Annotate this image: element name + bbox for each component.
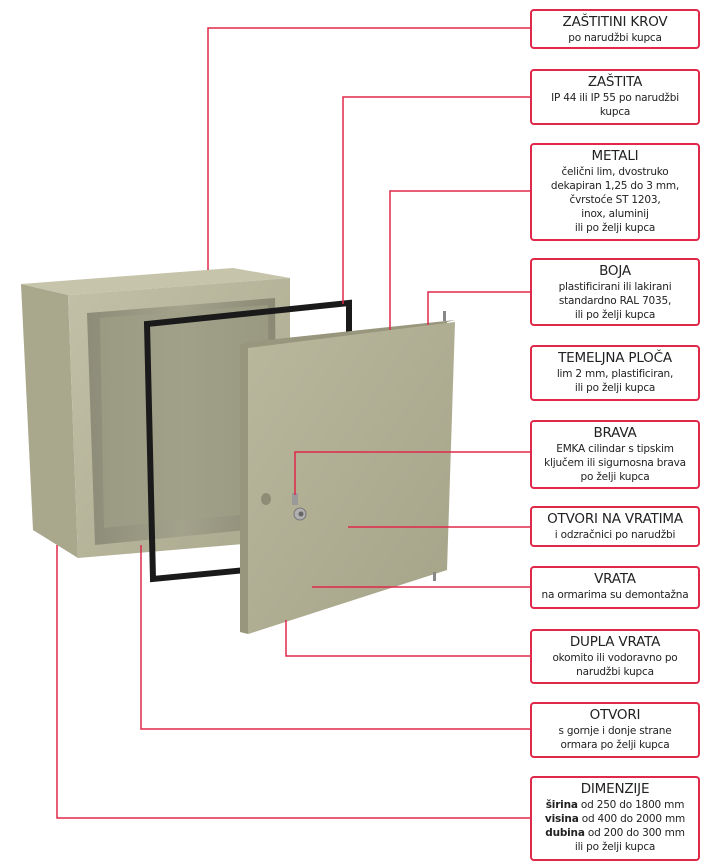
callout-text: dekapiran 1,25 do 3 mm, bbox=[550, 180, 680, 192]
callout-title: VRATA bbox=[594, 571, 636, 587]
callout-vrata: VRATA na ormarima su demontažna bbox=[530, 566, 700, 609]
callout-text: čvrstoće ST 1203, bbox=[569, 194, 661, 206]
callout-text: ormara po želji kupca bbox=[560, 739, 670, 751]
callout-otvori: OTVORI s gornje i donje strane ormara po… bbox=[530, 702, 700, 758]
callout-text: IP 44 ili IP 55 po narudžbi bbox=[551, 92, 679, 104]
callout-text: EMKA cilindar s tipskim bbox=[556, 443, 674, 455]
callout-text: narudžbi kupca bbox=[576, 666, 654, 678]
callout-zastita: ZAŠTITA IP 44 ili IP 55 po narudžbi kupc… bbox=[530, 69, 700, 125]
door bbox=[240, 311, 455, 634]
callout-text: na ormarima su demontažna bbox=[541, 589, 689, 601]
callout-text: lim 2 mm, plastificiran, bbox=[556, 368, 674, 380]
door-hole bbox=[261, 493, 271, 505]
dimension-width: širina od 250 do 1800 mm bbox=[545, 799, 685, 811]
callout-text: po narudžbi kupca bbox=[568, 32, 662, 44]
callout-title: OTVORI NA VRATIMA bbox=[547, 511, 683, 527]
cabinet-body bbox=[21, 268, 290, 558]
callout-title: ZAŠTITA bbox=[587, 74, 643, 90]
callout-text: ili po želji kupca bbox=[574, 222, 656, 234]
callout-metali: METALI čelični lim, dvostruko dekapiran … bbox=[530, 143, 700, 241]
hinge-pin-top bbox=[443, 311, 446, 321]
connector-lines bbox=[56, 27, 530, 819]
callout-text: inox, aluminij bbox=[581, 208, 649, 220]
callout-title: ZAŠTITINI KROV bbox=[562, 14, 668, 30]
callout-brava: BRAVA EMKA cilindar s tipskim ključem il… bbox=[530, 420, 700, 489]
callout-text: ili po želji kupca bbox=[574, 309, 656, 321]
callout-text: okomito ili vodoravno po bbox=[552, 652, 678, 664]
callout-title: METALI bbox=[591, 148, 639, 164]
callout-text: standardno RAL 7035, bbox=[558, 295, 672, 307]
lock-icon bbox=[292, 493, 307, 521]
callout-text: ili po želji kupca bbox=[574, 382, 656, 394]
dimension-depth: dubina od 200 do 300 mm bbox=[545, 827, 685, 839]
callout-text: s gornje i donje strane bbox=[558, 725, 672, 737]
callout-text: ili po želji kupca bbox=[574, 841, 656, 853]
callout-title: BRAVA bbox=[593, 425, 637, 441]
callout-text: po želji kupca bbox=[580, 471, 650, 483]
callout-title: DUPLA VRATA bbox=[569, 634, 661, 650]
callout-title: DIMENZIJE bbox=[580, 781, 650, 797]
callout-temeljna-ploca: TEMELJNA PLOČA lim 2 mm, plastificiran, … bbox=[530, 345, 700, 401]
callout-title: BOJA bbox=[599, 263, 631, 279]
callout-dupla-vrata: DUPLA VRATA okomito ili vodoravno po nar… bbox=[530, 629, 700, 684]
callout-title: OTVORI bbox=[589, 707, 641, 723]
dimension-height: visina od 400 do 2000 mm bbox=[544, 813, 686, 825]
callout-title: TEMELJNA PLOČA bbox=[558, 350, 672, 366]
callout-boja: BOJA plastificirani ili lakirani standar… bbox=[530, 258, 700, 326]
callout-text: čelični lim, dvostruko bbox=[561, 166, 669, 178]
callout-zastitni-krov: ZAŠTITINI KROV po narudžbi kupca bbox=[530, 9, 700, 49]
hinge-pin-bottom bbox=[433, 572, 436, 581]
callout-otvori-na-vratima: OTVORI NA VRATIMA i odzračnici po narudž… bbox=[530, 506, 700, 547]
callout-text: i odzračnici po narudžbi bbox=[554, 529, 676, 541]
callout-text: kupca bbox=[599, 106, 631, 118]
callout-dimenzije: DIMENZIJE širina od 250 do 1800 mm visin… bbox=[530, 776, 700, 861]
callout-text: plastificirani ili lakirani bbox=[558, 281, 672, 293]
callout-text: ključem ili sigurnosna brava bbox=[544, 457, 686, 469]
